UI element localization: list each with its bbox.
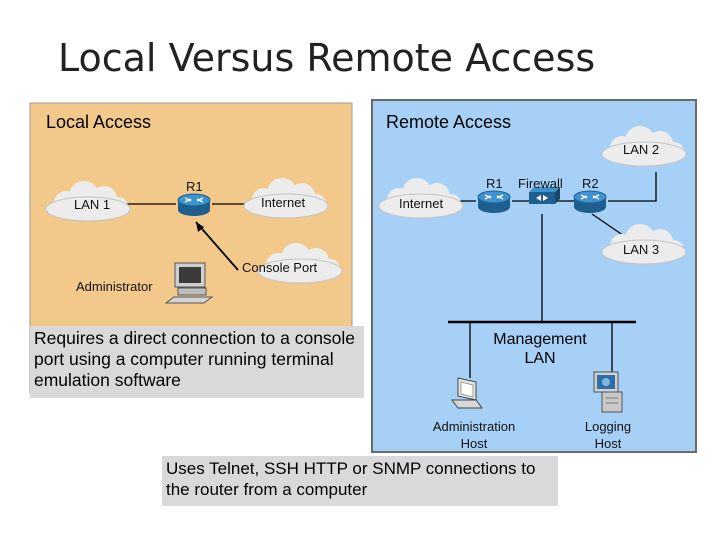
management-lan-label: Management LAN: [493, 331, 587, 367]
admin-host-laptop-icon: [451, 377, 483, 409]
logging-host-server-icon: [593, 371, 623, 413]
console-cable: [195, 221, 239, 271]
console-port-label: Console Port: [242, 260, 318, 275]
administrator-computer-icon: [164, 262, 214, 304]
logging-host-label: Logging Host: [584, 419, 632, 451]
remote-r1-label: R1: [486, 176, 503, 191]
remote-access-note: Uses Telnet, SSH HTTP or SNMP connection…: [162, 456, 558, 506]
local-r1-router-icon: [177, 193, 211, 217]
local-internet-label: Internet: [261, 195, 306, 210]
remote-r1-router-icon: [477, 190, 511, 214]
administrator-label: Administrator: [76, 279, 153, 294]
r2-router-icon: [573, 190, 607, 214]
firewall-icon: [529, 187, 560, 204]
lan1-label: LAN 1: [74, 197, 111, 212]
remote-access-title: Remote Access: [386, 112, 512, 132]
local-access-title: Local Access: [46, 112, 152, 132]
remote-internet-label: Internet: [399, 196, 444, 211]
r2-label: R2: [582, 176, 599, 191]
r2-lan2-link: [608, 172, 657, 202]
lan3-label: LAN 3: [623, 242, 660, 257]
admin-host-label: Administration Host: [432, 419, 516, 451]
page-title: Local Versus Remote Access: [58, 36, 596, 80]
local-r1-label: R1: [186, 179, 203, 194]
lan2-label: LAN 2: [623, 142, 660, 157]
firewall-label: Firewall: [518, 176, 563, 191]
console-arrow: [196, 222, 204, 232]
local-access-note: Requires a direct connection to a consol…: [30, 326, 364, 398]
